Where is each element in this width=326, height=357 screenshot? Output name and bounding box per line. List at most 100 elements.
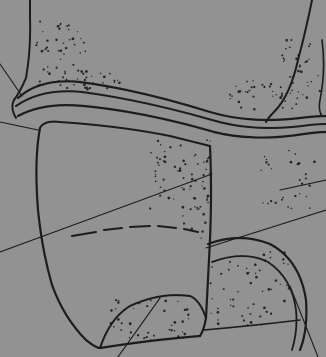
stipple-dot (201, 230, 203, 232)
stipple-dot (262, 202, 263, 203)
stipple-dot (260, 170, 261, 171)
stipple-dot (169, 329, 171, 331)
stipple-dot (197, 163, 199, 165)
stipple-dot (309, 185, 311, 187)
stipple-dot (296, 97, 298, 99)
stipple-dot (155, 176, 157, 178)
stipple-dot (230, 98, 231, 99)
stipple-dot (64, 72, 66, 74)
stipple-dot (66, 87, 68, 89)
stipple-dot (229, 261, 231, 263)
stipple-dot (246, 91, 248, 93)
stipple-dot (188, 318, 189, 319)
stipple-dot (270, 83, 272, 85)
stipple-dot (186, 308, 189, 311)
stipple-dot (207, 202, 209, 204)
stipple-dot (283, 300, 286, 303)
stipple-dot (150, 300, 152, 302)
stipple-dot (182, 206, 185, 209)
stipple-dot (68, 24, 70, 26)
stipple-dot (47, 71, 48, 72)
stipple-dot (305, 177, 307, 179)
stipple-dot (255, 276, 258, 279)
stipple-dot (63, 53, 64, 54)
stipple-dot (119, 82, 120, 83)
stipple-dot (247, 307, 249, 309)
stipple-dot (129, 337, 130, 338)
stipple-dot (173, 198, 174, 199)
stipple-dot (187, 314, 189, 316)
stipple-dot (294, 153, 296, 155)
stipple-dot (253, 86, 255, 88)
stipple-dot (252, 80, 253, 81)
stipple-dot (276, 94, 277, 95)
stipple-dot (68, 29, 70, 31)
stipple-dot (313, 160, 316, 163)
stipple-dot (230, 299, 231, 300)
stipple-dot (191, 178, 194, 181)
stipple-dot (223, 288, 225, 290)
stipple-dot (110, 309, 113, 312)
stipple-dot (217, 322, 220, 325)
stipple-dot (211, 298, 212, 299)
stipple-dot (232, 305, 234, 307)
stipple-dot (269, 85, 271, 87)
stipple-dot (103, 75, 106, 78)
stipple-dot (183, 160, 184, 161)
stipple-dot (229, 94, 231, 96)
stipple-dot (268, 288, 271, 291)
stipple-dot (202, 181, 204, 183)
stipple-dot (253, 108, 256, 111)
stipple-dot (210, 282, 212, 284)
stipple-dot (299, 179, 301, 181)
stipple-dot (263, 306, 266, 309)
stipple-dot (117, 301, 120, 304)
stipple-dot (155, 174, 156, 175)
stipple-dot (173, 321, 176, 324)
stipple-dot (307, 82, 308, 83)
stipple-dot (74, 44, 76, 46)
stipple-dot (232, 299, 234, 301)
stipple-dot (85, 70, 88, 73)
stipple-dot (288, 150, 289, 151)
stipple-dot (282, 107, 284, 109)
stipple-dot (83, 42, 85, 44)
stipple-dot (308, 59, 309, 60)
stipple-dot (174, 330, 176, 332)
stipple-dot (160, 144, 161, 145)
stipple-dot (272, 96, 273, 97)
stipple-dot (306, 96, 309, 99)
stipple-dot (237, 291, 239, 293)
stipple-dot (117, 80, 118, 81)
stipple-dot (164, 160, 167, 163)
stipple-dot (64, 71, 66, 73)
stipple-dot (143, 337, 145, 339)
stipple-dot (55, 67, 57, 69)
stipple-dot (209, 140, 210, 141)
stipple-dot (62, 76, 64, 78)
stipple-dot (159, 158, 161, 160)
stipple-dot (182, 215, 183, 216)
stipple-dot (65, 47, 67, 49)
stipple-dot (307, 85, 308, 86)
stipple-dot (89, 87, 91, 89)
stipple-dot (207, 197, 209, 199)
stipple-dot (118, 300, 119, 301)
stipple-dot (180, 144, 182, 146)
stipple-dot (285, 39, 288, 42)
stipple-dot (72, 37, 75, 40)
stipple-dot (266, 311, 268, 313)
stipple-dot (160, 186, 162, 188)
stipple-dot (194, 206, 195, 207)
stipple-dot (146, 336, 148, 338)
stipple-dot (47, 66, 48, 67)
stipple-dot (159, 195, 161, 197)
stipple-dot (255, 273, 256, 274)
stipple-dot (191, 173, 193, 175)
stipple-dot (235, 86, 236, 87)
stipple-dot (266, 159, 267, 160)
stipple-dot (217, 308, 219, 310)
stipple-dot (36, 42, 38, 44)
